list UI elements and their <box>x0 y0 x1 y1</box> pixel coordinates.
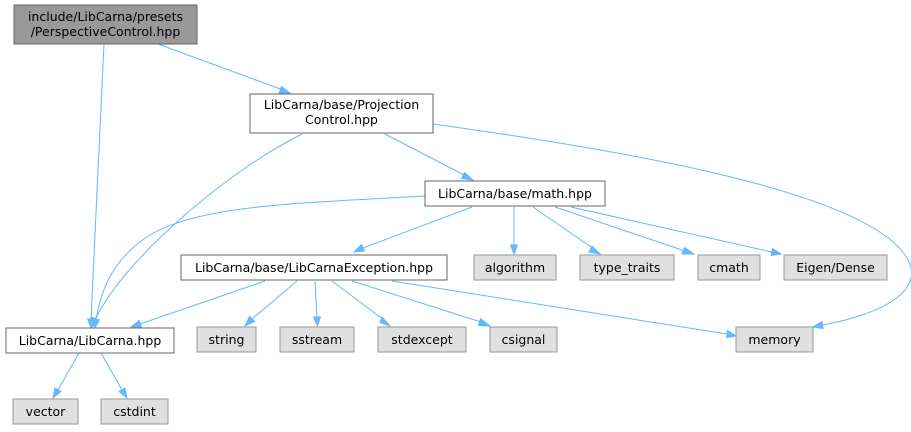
arrowhead <box>91 318 101 330</box>
edge-exception-to-memory <box>391 280 728 335</box>
node-label: string <box>209 332 245 347</box>
node-math[interactable]: LibCarna/base/math.hpp <box>424 180 606 207</box>
arrowhead <box>379 316 392 328</box>
edge-exception-to-csignal <box>351 280 482 323</box>
arrowhead <box>352 243 366 253</box>
node-label: algorithm <box>485 260 545 275</box>
edge-exception-to-stdexcept <box>331 280 385 321</box>
node-label: LibCarna/base/math.hpp <box>438 186 592 201</box>
arrowhead <box>129 319 143 328</box>
nodes: include/LibCarna/presets /PerspectiveCon… <box>5 4 888 425</box>
edge-root-to-libcarna <box>90 43 105 320</box>
edge-exception-to-string <box>251 280 298 320</box>
node-label: LibCarna/LibCarna.hpp <box>19 333 162 348</box>
edge-root-to-projection <box>157 43 284 91</box>
node-cstdint[interactable]: cstdint <box>100 398 169 425</box>
node-cmath[interactable]: cmath <box>697 254 761 281</box>
edge-math-to-eigen <box>570 206 773 253</box>
node-string[interactable]: string <box>196 326 257 353</box>
node-vector[interactable]: vector <box>12 398 79 425</box>
node-label: cmath <box>709 260 749 275</box>
node-label: csignal <box>502 332 546 347</box>
node-stdexcept[interactable]: stdexcept <box>377 326 467 353</box>
node-libcarna-exception[interactable]: LibCarna/base/LibCarnaException.hpp <box>180 254 448 281</box>
arrowhead <box>725 329 738 339</box>
node-algorithm[interactable]: algorithm <box>473 254 557 281</box>
arrowhead <box>681 246 696 255</box>
node-label: stdexcept <box>391 332 452 347</box>
edge-math-to-cmath <box>554 206 686 252</box>
edge-projection-to-math <box>384 133 467 177</box>
arrowhead <box>477 317 492 327</box>
node-perspective-control[interactable]: include/LibCarna/presets /PerspectiveCon… <box>13 4 198 45</box>
node-label: cstdint <box>113 404 156 419</box>
node-sstream[interactable]: sstream <box>279 326 355 353</box>
arrowhead <box>118 387 128 400</box>
arrowhead <box>460 171 475 181</box>
node-eigen-dense[interactable]: Eigen/Dense <box>783 254 888 281</box>
edge-math-to-exception <box>362 206 473 249</box>
edge-exception-to-sstream <box>314 280 318 318</box>
edge-exception-to-libcarna <box>139 280 266 325</box>
node-label: Eigen/Dense <box>796 260 875 275</box>
node-type-traits[interactable]: type_traits <box>579 254 675 281</box>
edge-libcarna-to-vector <box>57 352 80 391</box>
arrowhead <box>509 244 519 256</box>
edge-math-to-libcarna <box>95 195 426 321</box>
arrowhead <box>52 387 62 400</box>
arrowhead <box>770 247 783 257</box>
node-memory[interactable]: memory <box>735 326 814 353</box>
arrowhead <box>312 316 322 328</box>
edge-projection-to-libcarna <box>94 133 303 321</box>
node-csignal[interactable]: csignal <box>489 326 558 353</box>
arrowhead <box>278 85 292 94</box>
node-label: LibCarna/base/LibCarnaException.hpp <box>195 260 433 275</box>
node-projection-control[interactable]: LibCarna/base/Projection Control.hpp <box>249 93 434 134</box>
node-label-line: include/LibCarna/presets <box>28 9 183 24</box>
edge-math-to-type-traits <box>532 206 595 250</box>
node-label: sstream <box>292 332 342 347</box>
edge-projection-to-memory <box>432 123 911 326</box>
edge-libcarna-to-cstdint <box>100 352 123 391</box>
arrowhead <box>811 320 824 330</box>
arrowhead <box>243 315 256 328</box>
node-label-line: Control.hpp <box>305 112 378 127</box>
node-label-line: LibCarna/base/Projection <box>264 97 419 112</box>
node-libcarna[interactable]: LibCarna/LibCarna.hpp <box>5 327 175 354</box>
edges <box>52 43 911 400</box>
node-label-line: /PerspectiveControl.hpp <box>31 24 181 39</box>
node-label: type_traits <box>594 260 661 275</box>
node-label: vector <box>26 404 67 419</box>
arrowhead <box>588 245 602 255</box>
node-label: memory <box>748 332 801 347</box>
